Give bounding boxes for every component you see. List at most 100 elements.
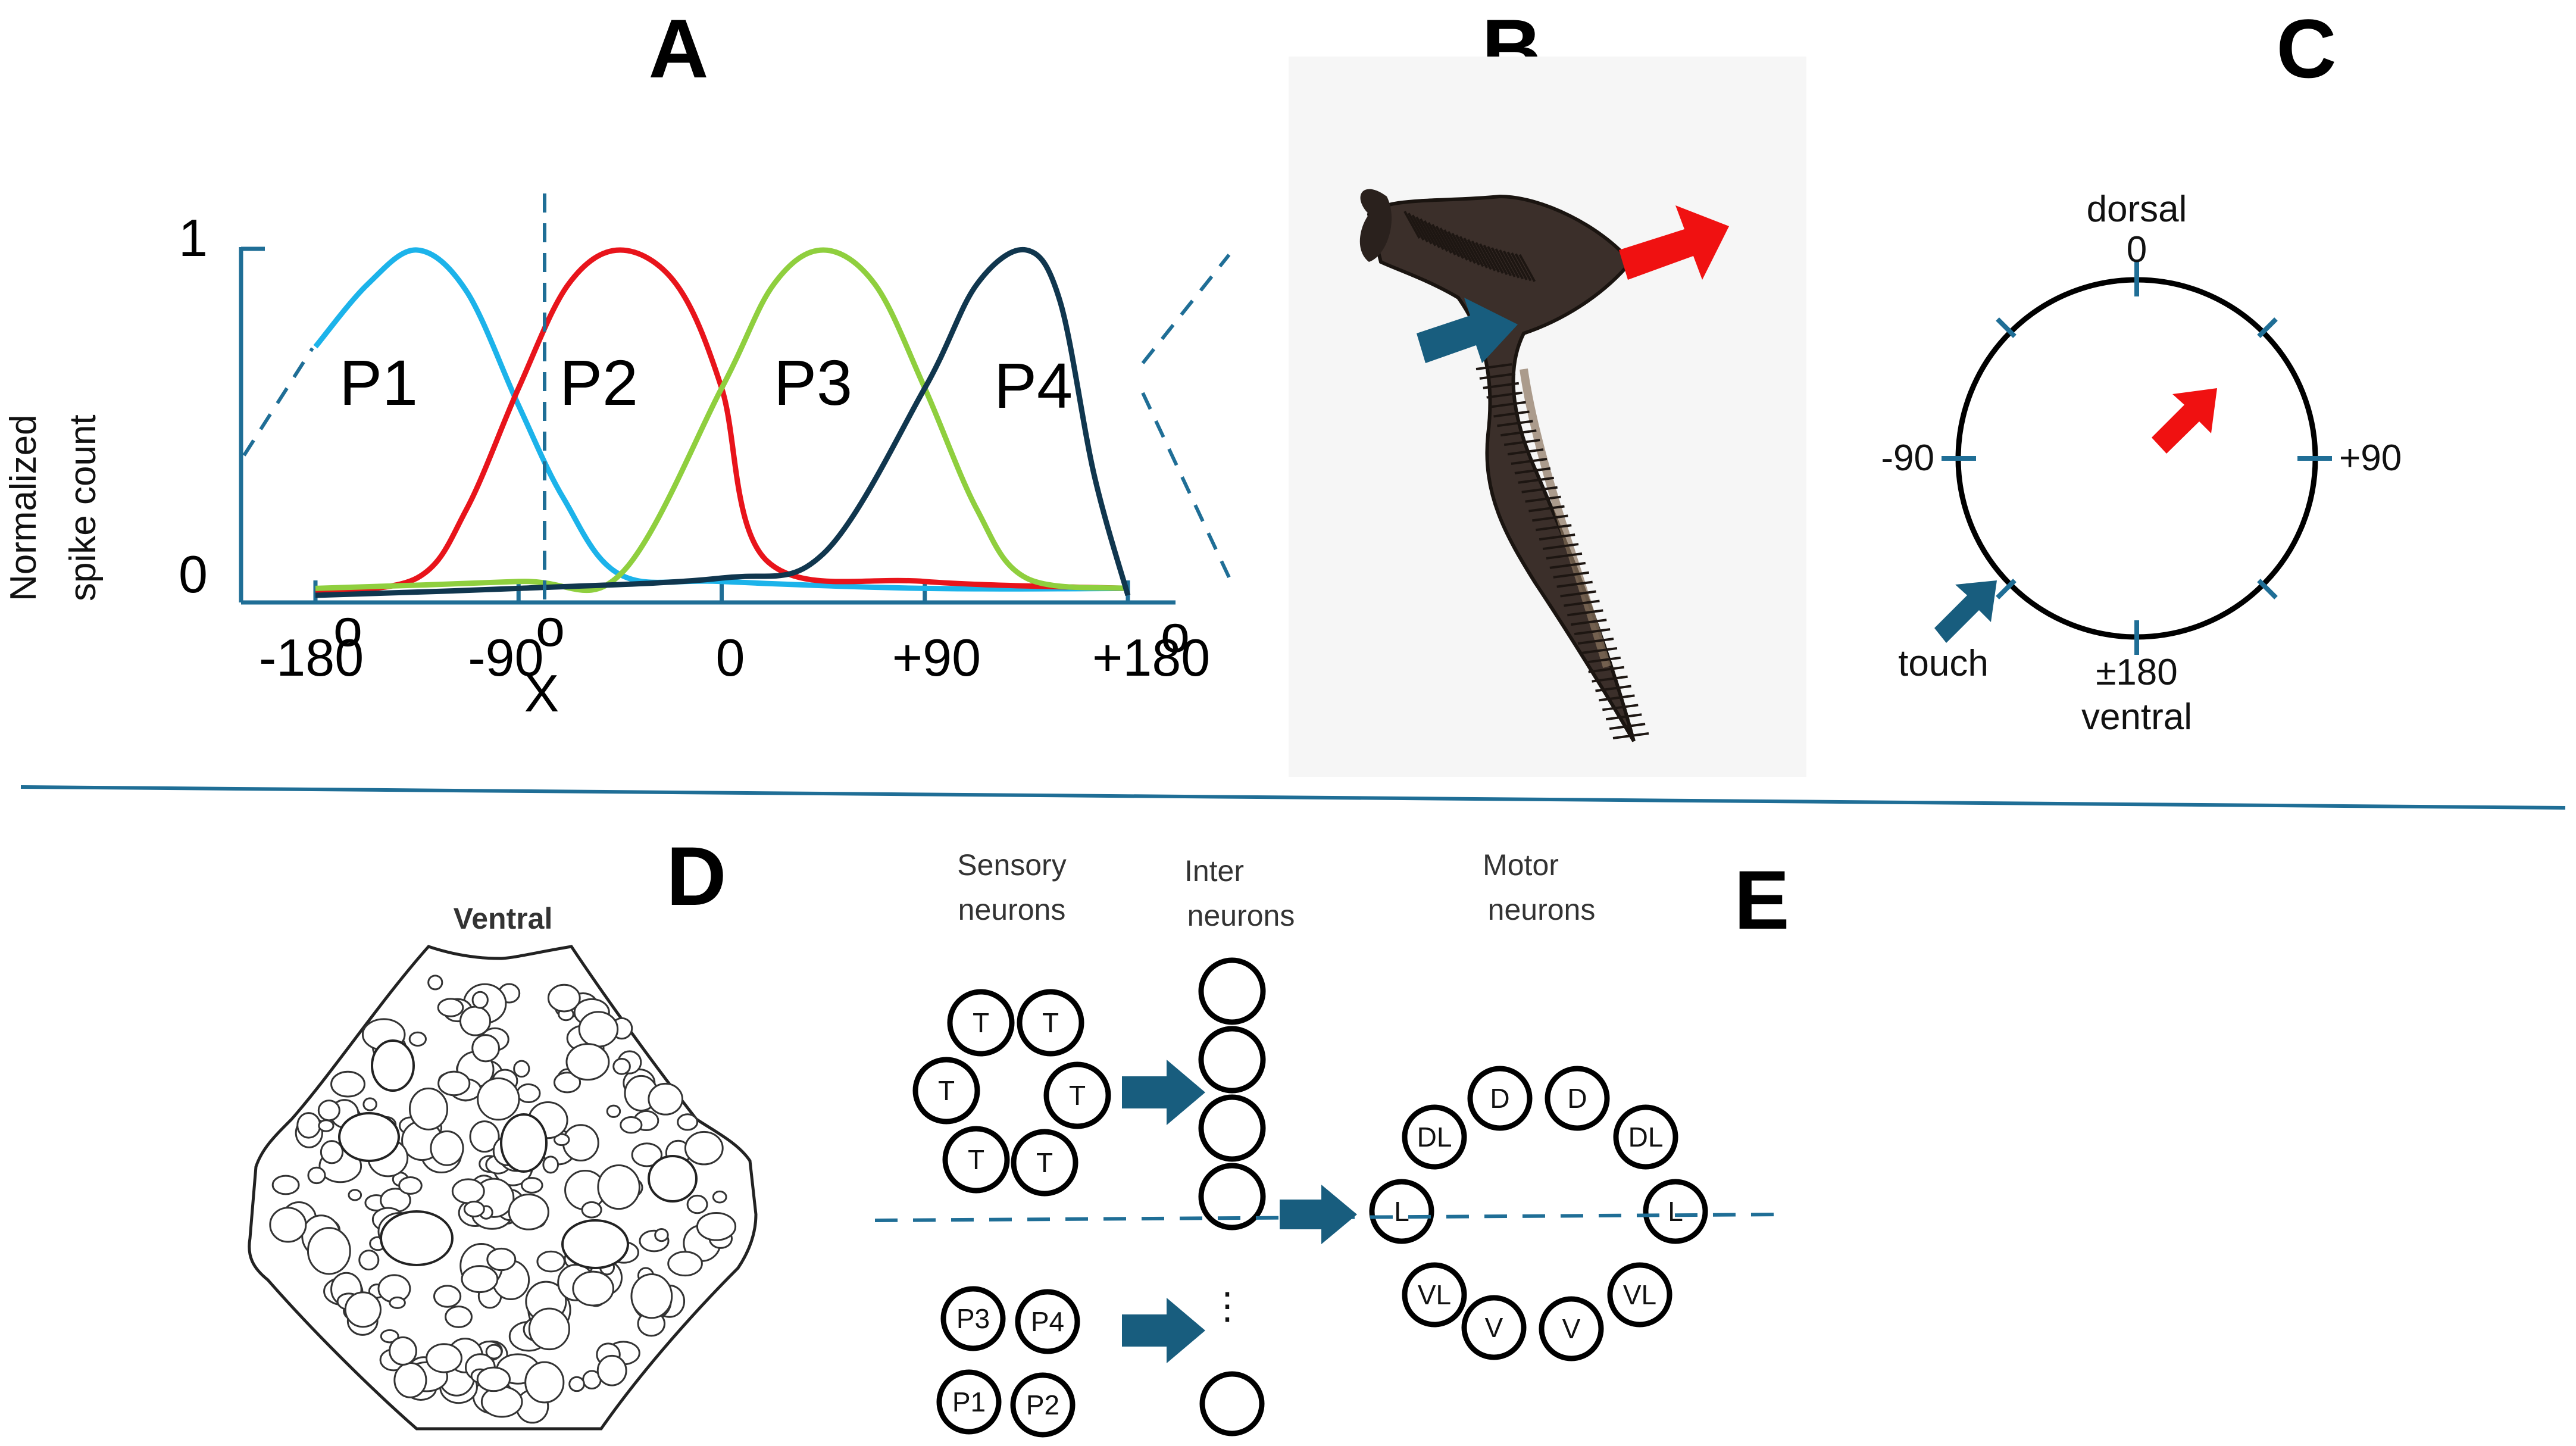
- ganglion-cell: [553, 1133, 570, 1147]
- ganglion-cell: [393, 1362, 427, 1398]
- annulus-ring: [1411, 214, 1429, 243]
- motor-neuron: VL: [1402, 1262, 1467, 1328]
- ganglion-cell: [398, 1176, 423, 1195]
- annulus-ring: [1542, 543, 1579, 551]
- ganglion-cell: [461, 1265, 499, 1294]
- annulus-ring: [1570, 619, 1607, 626]
- series-label-p2: P2: [559, 346, 638, 419]
- annulus-ring: [1609, 723, 1646, 730]
- arrow-pressure-to-inter-icon: [1122, 1298, 1205, 1363]
- pressure-cell: P4: [1015, 1289, 1080, 1354]
- interneuron-ellipsis: ⋮: [1209, 1286, 1246, 1327]
- ganglion-cell: [568, 1376, 585, 1392]
- annulus-ring: [1507, 448, 1544, 456]
- touch-cell: T: [1011, 1129, 1078, 1197]
- ganglion-cell: [686, 1194, 708, 1214]
- annulus-ring: [1503, 439, 1540, 446]
- annulus-ring: [1528, 505, 1565, 513]
- annulus-ring: [1467, 239, 1484, 267]
- ganglion-cell: [516, 1083, 541, 1104]
- p4-wraparound-dash-down: [1141, 392, 1231, 579]
- sensory-header-line1: Sensory: [957, 848, 1066, 882]
- y-axis-label-line2: spike count: [62, 414, 104, 601]
- leech-highlight: [1520, 368, 1611, 669]
- response-direction-arrow-icon: [2152, 388, 2217, 454]
- touch-cell-label: T: [973, 1007, 989, 1038]
- ganglion-title: Ventral: [454, 902, 553, 935]
- series-label-p3: P3: [774, 346, 852, 419]
- motor-neuron-circle: [1369, 1179, 1434, 1244]
- annulus-ring: [1497, 420, 1533, 427]
- ganglion-cell: [547, 983, 581, 1013]
- ganglion-cell-bodies: [269, 975, 737, 1424]
- ganglion-cell: [612, 1057, 631, 1075]
- ganglion-cell: [426, 1343, 462, 1373]
- ganglion-cell: [451, 1178, 485, 1204]
- touch-cell: T: [942, 1126, 1010, 1194]
- response-arrow-icon: [1619, 205, 1729, 280]
- ganglion-cell: [437, 998, 464, 1017]
- annulus-ring: [1495, 248, 1512, 277]
- pressure-cell-circle: [940, 1286, 1006, 1351]
- ganglion-cell: [508, 1193, 549, 1230]
- motor-neuron-label: L: [1668, 1196, 1683, 1227]
- label-ventral: ventral: [2081, 697, 2192, 738]
- tuning-curve-p1: [313, 247, 1128, 592]
- motor-neuron: DL: [1613, 1104, 1678, 1170]
- annulus-ring: [1511, 252, 1528, 280]
- motor-neuron-circle: [1545, 1066, 1610, 1131]
- annulus-ring: [1455, 234, 1473, 263]
- ganglion-cell: [581, 1201, 602, 1219]
- ganglion-cell: [630, 1273, 673, 1319]
- ganglion-cell: [677, 1113, 699, 1131]
- annulus-ring: [1506, 251, 1524, 280]
- annulus-ring: [1487, 246, 1504, 274]
- motor-neuron-circle: [1643, 1179, 1708, 1244]
- pressure-cell-label: P3: [956, 1303, 990, 1334]
- annulus-ring: [1605, 713, 1642, 721]
- ganglion-cell: [620, 1116, 643, 1134]
- x-tick-label: +90: [892, 628, 981, 687]
- ganglion-cell-large: [371, 1039, 415, 1092]
- interneuron: [1198, 1026, 1266, 1094]
- annulus-ring: [1518, 254, 1536, 282]
- ganglion-cell: [471, 1034, 500, 1063]
- touch-cell: T: [1017, 989, 1084, 1057]
- pressure-cell: P2: [1010, 1372, 1076, 1438]
- interneuron-circle: [1198, 1094, 1266, 1162]
- ganglion-cell: [307, 1166, 326, 1185]
- ganglion-cell: [486, 1247, 517, 1272]
- annulus-ring: [1588, 666, 1624, 673]
- ganglion-cell: [459, 1005, 492, 1036]
- ganglion-cell: [469, 1120, 500, 1153]
- annulus-ring: [1584, 656, 1621, 664]
- ganglion-cell-large: [561, 1219, 629, 1269]
- motor-neuron: V: [1461, 1295, 1527, 1360]
- motor-neuron-label: VL: [1418, 1279, 1451, 1310]
- ganglion-cell: [296, 1112, 321, 1139]
- annulus-ring: [1532, 514, 1568, 522]
- annulus-ring: [1581, 647, 1618, 654]
- motor-neuron: V: [1539, 1296, 1604, 1361]
- motor-neuron: D: [1545, 1066, 1610, 1131]
- motor-neuron: D: [1467, 1066, 1533, 1131]
- motor-neuron-label: V: [1562, 1313, 1581, 1344]
- pressure-cell-circle: [1015, 1289, 1080, 1354]
- inter-header-line1: Inter: [1184, 854, 1244, 888]
- annulus-ring: [1407, 213, 1425, 241]
- annulus-ring: [1514, 467, 1551, 474]
- ganglion-cell: [317, 1100, 340, 1122]
- motor-neuron-circle: [1613, 1104, 1678, 1170]
- ganglion-cell: [667, 1251, 703, 1277]
- interneuron: [1199, 1371, 1265, 1436]
- annulus-ring: [1592, 675, 1628, 683]
- motor-neuron-label: D: [1490, 1083, 1509, 1114]
- motor-neuron-circle: [1539, 1296, 1604, 1361]
- annulus-ring: [1525, 495, 1561, 503]
- annulus-ring: [1602, 704, 1639, 711]
- annulus-ring: [1403, 211, 1421, 239]
